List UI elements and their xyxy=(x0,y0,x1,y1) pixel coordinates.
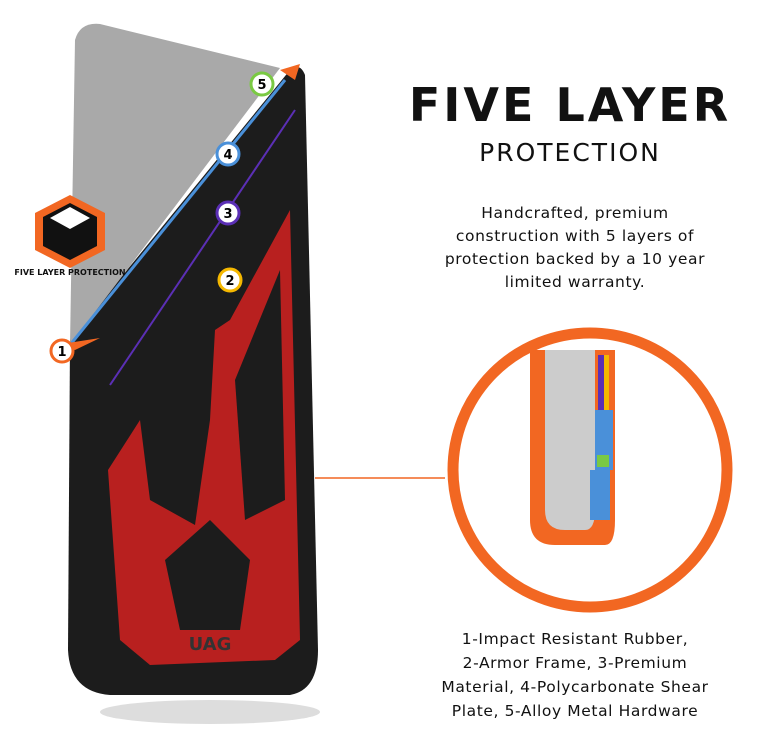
premium-material-line xyxy=(109,109,296,386)
layers-line: Material, 4-Polycarbonate Shear xyxy=(441,678,709,696)
description: Handcrafted, premium construction with 5… xyxy=(415,202,735,294)
layer-marker-2: 2 xyxy=(217,267,243,293)
layer-marker-1: 1 xyxy=(49,338,75,364)
description-line: construction with 5 layers of xyxy=(455,227,695,245)
svg-text:5: 5 xyxy=(257,78,266,93)
polycarbonate-layer-line xyxy=(68,79,287,346)
layers-line: Plate, 5-Alloy Metal Hardware xyxy=(451,702,699,720)
cross-section-detail xyxy=(447,327,733,613)
description-line: protection backed by a 10 year xyxy=(444,250,706,268)
layer-marker-5: 5 xyxy=(249,71,275,97)
layer-marker-4: 4 xyxy=(215,141,241,167)
badge-label: FIVE LAYER PROTECTION xyxy=(14,268,125,277)
frame-cutout xyxy=(235,270,285,520)
layer-marker-3: 3 xyxy=(215,200,241,226)
stacked-layers-icon xyxy=(50,207,90,229)
description-line: limited warranty. xyxy=(504,273,646,291)
svg-text:1: 1 xyxy=(57,345,66,360)
five-layer-badge: FIVE LAYER PROTECTION xyxy=(14,195,126,277)
page-subtitle: PROTECTION xyxy=(479,138,661,167)
description-line: Handcrafted, premium xyxy=(481,204,669,222)
svg-text:3: 3 xyxy=(223,207,232,222)
armor-frame xyxy=(108,210,300,665)
rubber-corner-accent xyxy=(280,64,300,80)
shadow xyxy=(100,700,320,724)
gray-shear-plate xyxy=(70,23,280,346)
svg-text:4: 4 xyxy=(223,148,232,163)
uag-logo: UAG xyxy=(189,634,232,655)
frame-cutout xyxy=(165,520,250,630)
svg-text:2: 2 xyxy=(225,274,234,289)
layers-list: 1-Impact Resistant Rubber, 2-Armor Frame… xyxy=(410,627,740,723)
page-title: FIVE LAYER xyxy=(408,78,732,132)
layers-line: 2-Armor Frame, 3-Premium xyxy=(462,654,688,672)
layers-line: 1-Impact Resistant Rubber, xyxy=(461,630,689,648)
